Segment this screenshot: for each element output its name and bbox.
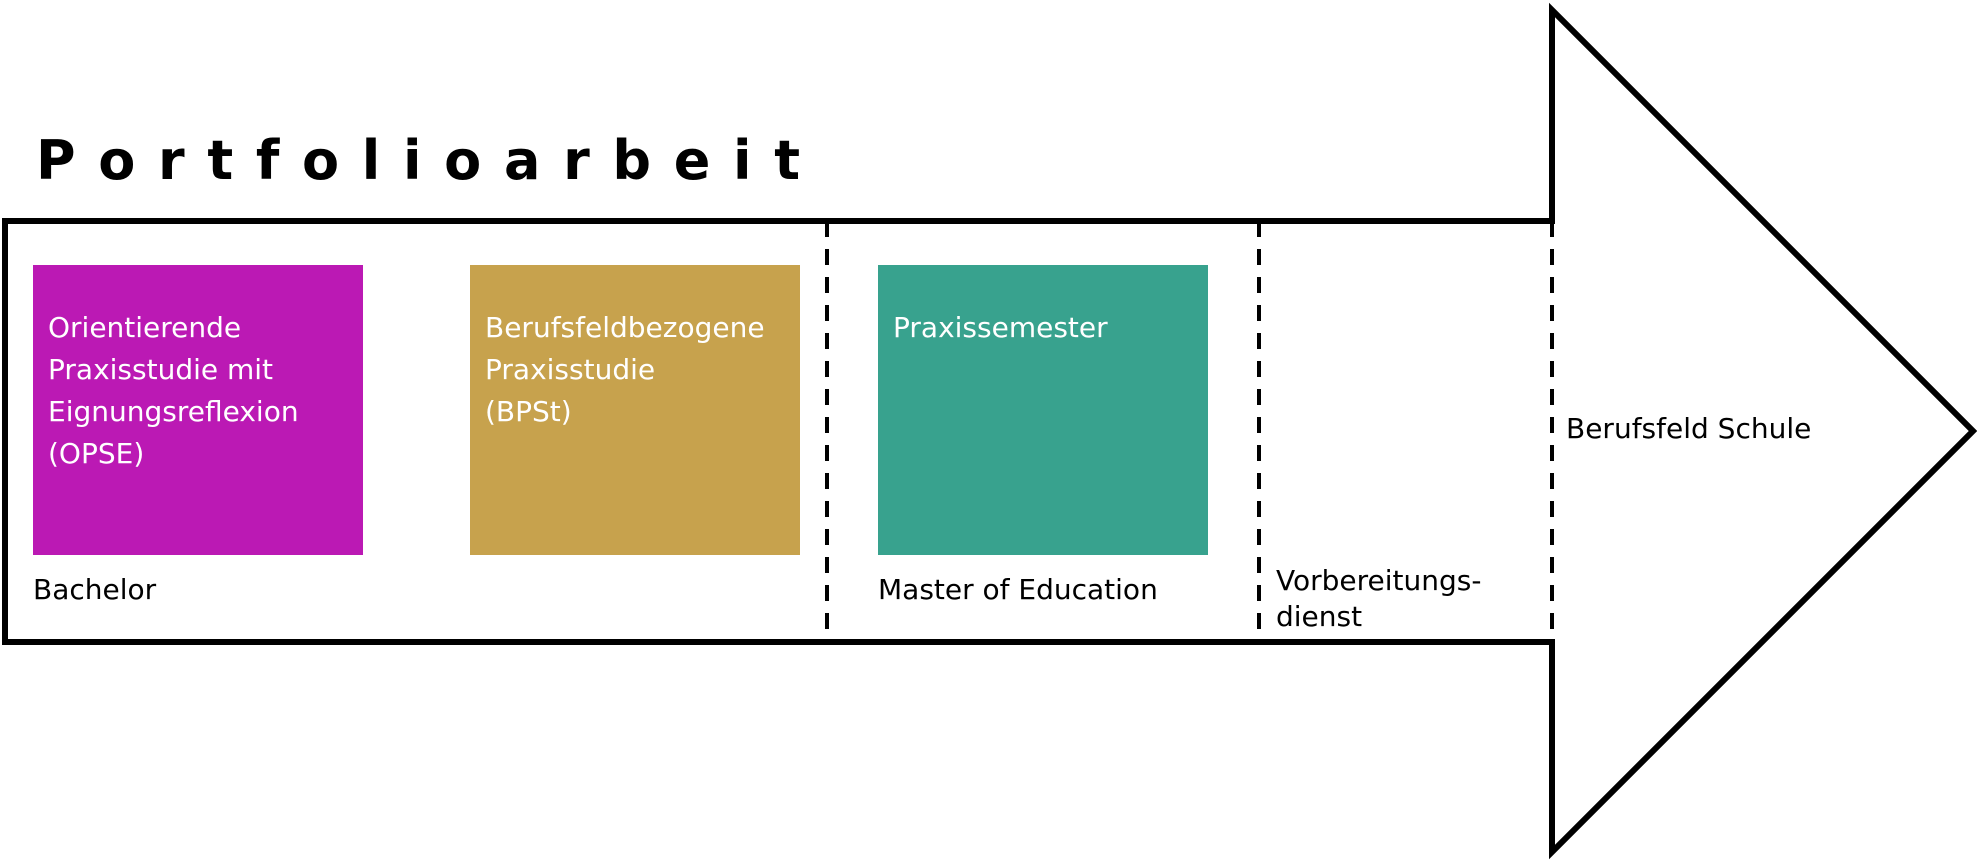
phase-label-master: Master of Education xyxy=(878,573,1158,606)
box-bpst: Berufsfeldbezogene Praxisstudie (BPSt) xyxy=(470,265,800,555)
endpoint-label: Berufsfeld Schule xyxy=(1566,412,1812,445)
phase-label-bachelor: Bachelor xyxy=(33,573,157,606)
box-opse-label: Orientierende Praxisstudie mit Eignungsr… xyxy=(48,311,299,470)
box-praxissemester-label: Praxissemester xyxy=(893,311,1108,344)
box-bpst-label: Berufsfeldbezogene Praxisstudie (BPSt) xyxy=(485,311,765,428)
phase-label-vorbereitungsdienst: Vorbereitungs- dienst xyxy=(1276,564,1482,633)
box-opse: Orientierende Praxisstudie mit Eignungsr… xyxy=(33,265,363,555)
box-praxissemester: Praxissemester xyxy=(878,265,1208,555)
diagram-title: Portfolioarbeit xyxy=(36,129,823,192)
